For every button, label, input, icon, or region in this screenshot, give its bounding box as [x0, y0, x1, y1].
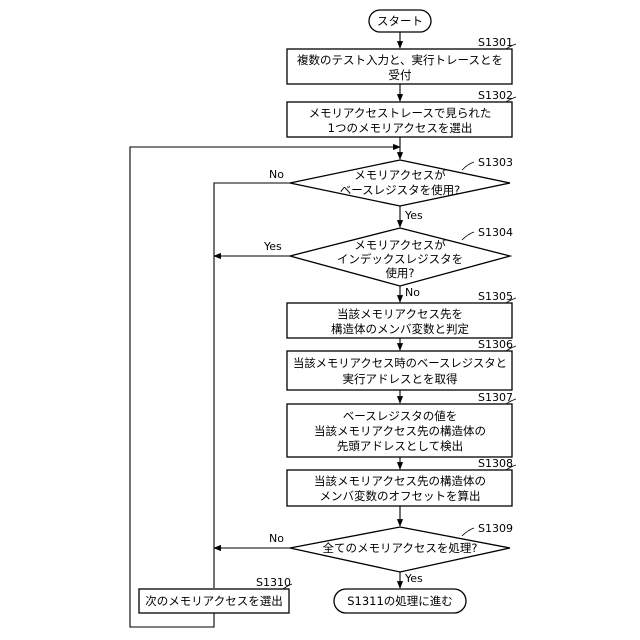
s1304-text-2: インデックスレジスタを [337, 252, 463, 266]
s1302-text-2: 1つのメモリアクセスを選出 [328, 121, 473, 135]
s1308-tag: S1308 [478, 457, 513, 470]
s1306-tag: S1306 [478, 338, 513, 351]
s1309-tag: S1309 [478, 522, 513, 535]
s1303-tag: S1303 [478, 156, 513, 169]
s1309-leader [462, 528, 474, 536]
s1307-text-2: 当該メモリアクセス先の構造体の [314, 424, 486, 438]
start-label: スタート [377, 14, 423, 28]
s1307-tag: S1307 [478, 391, 513, 404]
s1302-text-1: メモリアクセストレースで見られた [309, 106, 492, 120]
s1306-text-2: 実行アドレスとを取得 [343, 372, 458, 386]
s1307-text-1: ベースレジスタの値を [343, 409, 457, 423]
s1303-yes-label: Yes [404, 209, 423, 222]
end-label: S1311の処理に進む [347, 594, 453, 608]
s1304-yes-label: Yes [263, 240, 282, 253]
s1310-tag: S1310 [256, 576, 291, 589]
s1303-text-1: メモリアクセスが [354, 168, 446, 182]
s1307-text-3: 先頭アドレスとして検出 [337, 439, 463, 453]
s1302-tag: S1302 [478, 89, 513, 102]
s1305-text-2: 構造体のメンバ変数と判定 [331, 322, 469, 336]
s1305-text-1: 当該メモリアクセス先を [337, 307, 463, 321]
s1309-text-1: 全てのメモリアクセスを処理? [322, 541, 477, 555]
s1301-text-2: 受付 [389, 68, 412, 82]
s1304-no-label: No [405, 286, 420, 299]
s1310-text-1: 次のメモリアクセスを選出 [145, 594, 282, 608]
s1304-text-1: メモリアクセスが [354, 238, 446, 252]
s1306-text-1: 当該メモリアクセス時のベースレジスタと [293, 356, 507, 370]
s1303-leader [462, 162, 474, 170]
s1304-text-3: 使用? [385, 266, 414, 280]
s1309-no-label: No [269, 532, 284, 545]
s1305-tag: S1305 [478, 290, 513, 303]
s1308-text-1: 当該メモリアクセス先の構造体の [314, 474, 486, 488]
s1304-leader [462, 232, 474, 240]
s1308-text-2: メンバ変数のオフセットを算出 [320, 489, 481, 503]
s1303-text-2: ベースレジスタを使用? [340, 183, 461, 197]
s1301-text-1: 複数のテスト入力と、実行トレースとを [297, 53, 503, 67]
s1309-yes-label: Yes [404, 572, 423, 585]
s1304-tag: S1304 [478, 226, 513, 239]
s1301-tag: S1301 [478, 36, 513, 49]
s1303-no-label: No [269, 168, 284, 181]
